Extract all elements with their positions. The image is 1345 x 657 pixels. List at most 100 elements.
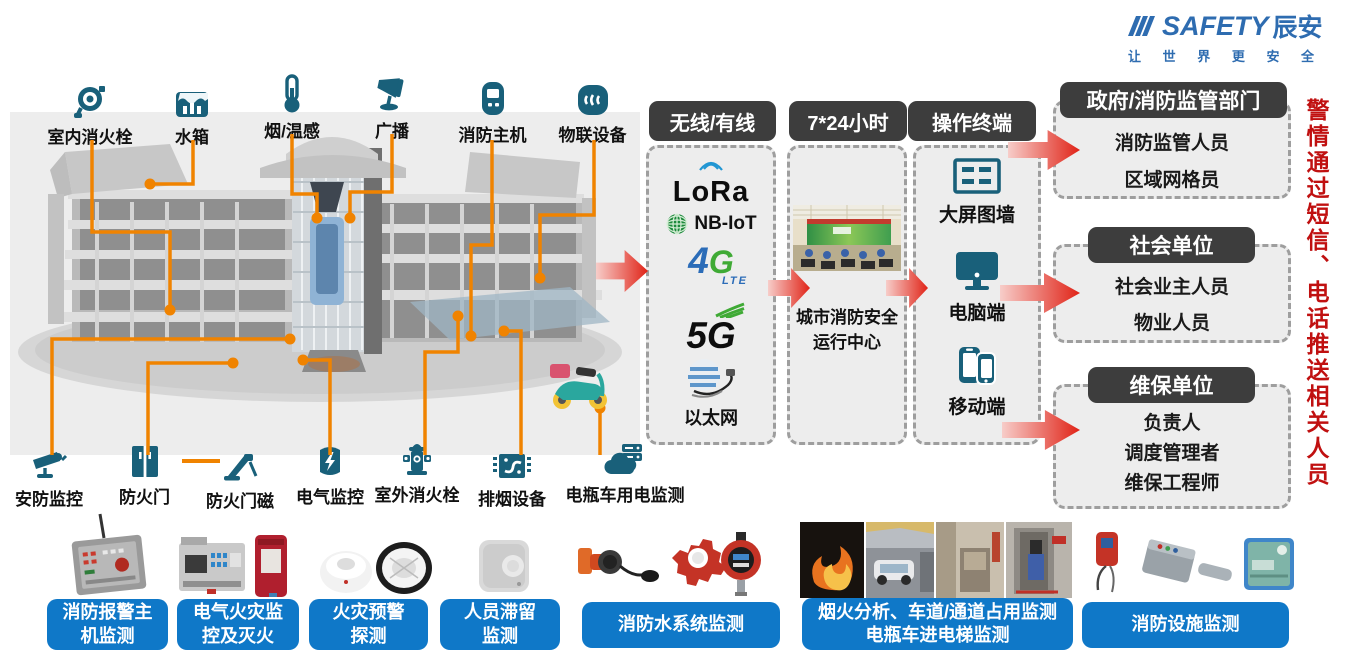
section-label-text: 消防报警主机监测 — [62, 602, 153, 646]
section-label-text: 消防设施监测 — [1131, 614, 1240, 635]
desktop-icon — [956, 252, 998, 290]
terminal-mobile: 移动端 — [913, 344, 1041, 419]
arrow-to-government — [1008, 130, 1080, 170]
section-label-water-system: 消防水系统监测 — [582, 602, 780, 648]
maintenance-group-header: 维保单位 — [1088, 367, 1255, 403]
terminal-desktop: 电脑端 — [913, 250, 1041, 325]
device-fire-door: 防火门 — [112, 442, 177, 508]
control-room-photo — [793, 205, 901, 271]
social-group-header: 社会单位 — [1088, 227, 1255, 263]
arrow-network-to-center — [768, 268, 810, 308]
center-caption-line1: 城市消防安全 — [796, 308, 898, 327]
logo-stripes-icon — [1128, 16, 1155, 36]
device-smoke-temp-sensor: 烟/温感 — [242, 74, 342, 142]
5g-logo: 5G — [646, 300, 776, 357]
ethernet-label: 以太网 — [684, 408, 738, 428]
section-label-fire-warning: 火灾预警探测 — [309, 599, 428, 650]
building-cutaway-illustration — [18, 134, 622, 455]
terminal-label: 移动端 — [948, 397, 1006, 418]
device-label: 水箱 — [175, 128, 209, 147]
smoke-exhaust-icon — [492, 444, 532, 482]
section-label-electrical-fire: 电气火灾监控及灭火 — [177, 599, 299, 650]
terminals-header-label: 操作终端 — [932, 112, 1012, 135]
arrow-building-to-network — [596, 250, 648, 292]
5g-label: 5G — [686, 315, 736, 356]
member-grid-officer: 区域网格员 — [1124, 170, 1220, 191]
device-label: 安防监控 — [15, 490, 83, 509]
cloud-power-icon — [604, 440, 646, 478]
device-label: 防火门磁 — [206, 492, 274, 511]
section-label-text: 电气火灾监控及灭火 — [193, 602, 283, 646]
section-label-text: 人员滞留监测 — [464, 602, 536, 646]
terminal-screen-wall: 大屏图墙 — [913, 158, 1041, 227]
device-label: 物联设备 — [558, 126, 627, 145]
member-responsible-person: 负责人 — [1143, 413, 1201, 434]
device-outdoor-hydrant: 室外消火栓 — [372, 440, 462, 506]
loudspeaker-icon — [372, 76, 412, 114]
section-label-text: 消防水系统监测 — [618, 614, 744, 635]
lte-label: LTE — [722, 275, 748, 288]
center-caption-line2: 运行中心 — [813, 332, 881, 352]
electrical-monitor-icon — [314, 442, 346, 480]
water-tank-icon — [174, 82, 210, 120]
government-group-header: 政府/消防监管部门 — [1060, 82, 1287, 118]
screen-wall-icon — [953, 158, 1001, 194]
lora-label: LoRa — [672, 176, 750, 208]
arrow-to-social-unit — [1000, 273, 1080, 313]
fire-door-icon — [129, 442, 161, 480]
section-label-text: 火灾预警探测 — [332, 602, 405, 646]
door-magnet-icon — [220, 446, 260, 484]
member-fire-supervisor: 消防监管人员 — [1114, 133, 1229, 154]
video-analysis-photos — [800, 522, 1072, 598]
social-header-label: 社会单位 — [1129, 235, 1214, 258]
member-dispatch-manager: 调度管理者 — [1124, 443, 1220, 464]
section-label-alarm-host: 消防报警主机监测 — [47, 599, 168, 650]
hydrant-icon — [399, 440, 435, 478]
device-label: 防火门 — [119, 488, 170, 507]
4g-number: 4 — [688, 240, 709, 281]
brand-name: SAFETY — [1162, 10, 1269, 41]
brand-name-cn: 辰安 — [1272, 14, 1323, 42]
alarm-host-photo — [71, 513, 147, 596]
brand-tagline: 让 世 界 更 安 全 — [1128, 49, 1324, 64]
device-label: 室内消火栓 — [47, 128, 133, 147]
thermometer-icon — [281, 74, 303, 114]
water-system-devices-photo — [578, 532, 761, 596]
scooter-illustration — [550, 364, 607, 409]
hose-reel-icon — [73, 82, 107, 120]
section-label-presence: 人员滞留监测 — [440, 599, 560, 650]
ethernet-logo: 以太网 — [646, 355, 776, 430]
smoke-detectors-photo — [320, 542, 432, 594]
device-electrical-monitor: 电气监控 — [292, 442, 368, 508]
iot-device-icon — [575, 80, 611, 118]
arrow-to-maintenance-unit — [1002, 410, 1080, 450]
device-label: 电气监控 — [296, 488, 364, 507]
door-connector-line — [182, 459, 220, 463]
maintenance-header-label: 维保单位 — [1129, 375, 1214, 398]
terminal-label: 电脑端 — [948, 303, 1006, 324]
facility-devices-photo — [1096, 532, 1294, 593]
device-broadcast: 广播 — [352, 76, 432, 142]
lora-logo: LoRa — [646, 158, 776, 209]
maintenance-group-box — [1053, 384, 1291, 509]
4g-letter: G — [708, 244, 734, 280]
mobile-icon — [959, 347, 996, 385]
presence-sensor-photo — [479, 540, 529, 592]
device-iot-equipment: 物联设备 — [550, 80, 635, 146]
government-header-label: 政府/消防监管部门 — [1086, 90, 1261, 113]
alert-push-note: 警情通过短信、电话推送相关人员 — [1303, 98, 1329, 488]
device-label: 消防主机 — [458, 126, 527, 145]
fire-panel-icon — [478, 80, 508, 118]
device-fire-alarm-host: 消防主机 — [450, 80, 535, 146]
terminals-column-header: 操作终端 — [908, 101, 1036, 141]
cctv-camera-icon — [29, 444, 69, 482]
callout-lines — [50, 134, 602, 455]
device-label: 电瓶车用电监测 — [565, 486, 685, 505]
center-header-label: 7*24小时 — [807, 112, 889, 135]
device-door-magnet: 防火门磁 — [200, 446, 280, 512]
device-label: 室外消火栓 — [374, 486, 460, 505]
center-caption: 城市消防安全 运行中心 — [787, 306, 907, 355]
nbiot-label: NB-IoT — [694, 213, 757, 234]
